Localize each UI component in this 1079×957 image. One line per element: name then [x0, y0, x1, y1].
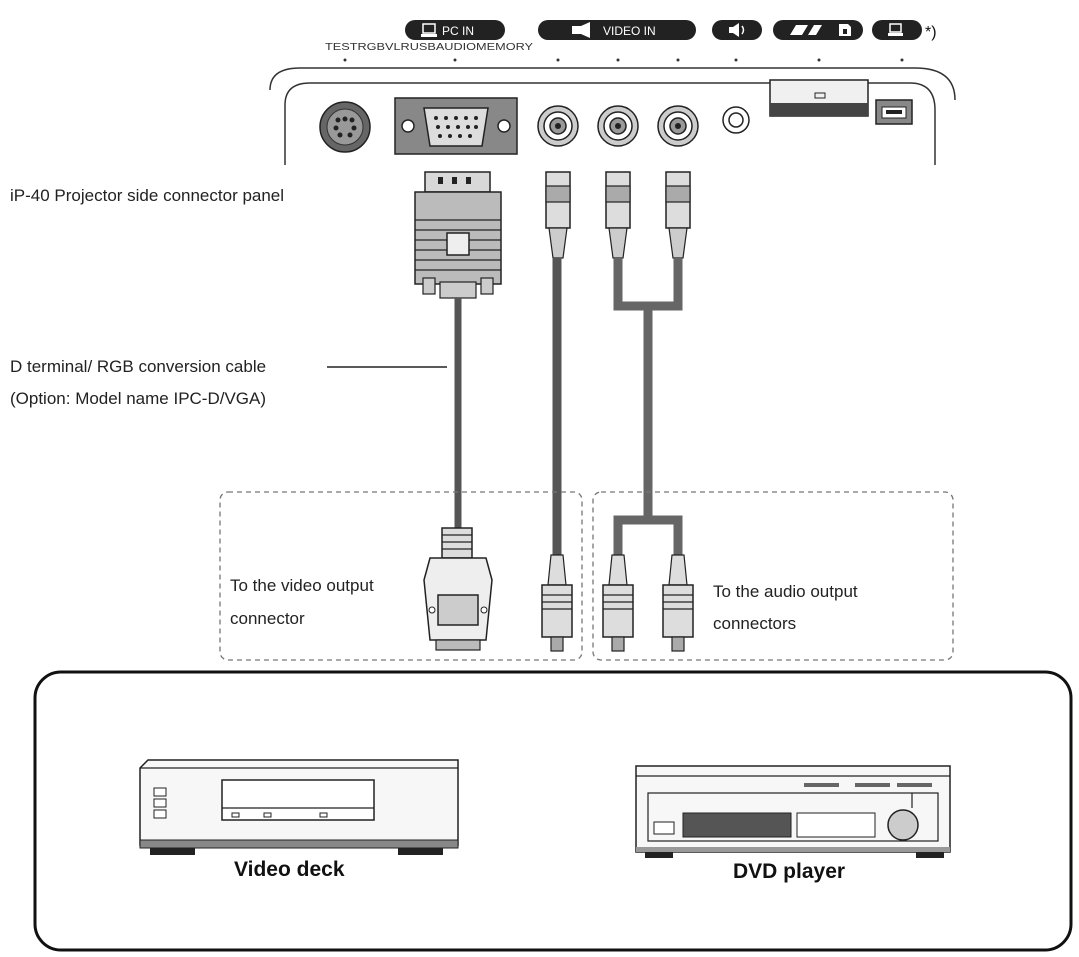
badge-video-in-label: VIDEO IN: [603, 24, 656, 38]
audio-out-jack: [722, 106, 750, 134]
projector-panel-label: iP-40 Projector side connector panel: [10, 186, 284, 205]
port-labels: TESTRGBVLRUSBAUDIOMEMORY: [325, 42, 533, 53]
memory-card-icon: [839, 24, 851, 36]
dvd-player-illustration: [635, 765, 951, 858]
badge-pc-in-label: PC IN: [442, 24, 474, 38]
audio-output-label-line1: To the audio output: [713, 582, 858, 601]
memory-card-slot: [769, 79, 869, 117]
audio-y-cable: [602, 171, 694, 652]
badge-pc-in: PC IN: [405, 20, 505, 40]
d-terminal-rgb-cable: [414, 171, 502, 651]
cable-label-line1: D terminal/ RGB conversion cable: [10, 357, 266, 376]
video-output-label-line1: To the video output: [230, 576, 374, 595]
video-rca-cable: [541, 171, 573, 652]
video-deck-illustration: [139, 759, 459, 855]
video-rca-port: [537, 105, 579, 147]
badge-audio: [712, 20, 762, 40]
footnote-mark: *): [925, 24, 937, 41]
port-marker-dots: [343, 58, 904, 62]
audio-left-rca-port: [597, 105, 639, 147]
audio-output-box: [592, 491, 954, 661]
speaker-icon: [729, 23, 745, 37]
audio-right-rca-port: [657, 105, 699, 147]
video-deck-label: Video deck: [234, 858, 345, 881]
sd-card-icon: [790, 25, 822, 35]
badge-usb: [872, 20, 922, 40]
badge-memory: [773, 20, 863, 40]
s-video-port: [319, 101, 371, 153]
video-output-label-line2: connector: [230, 609, 305, 628]
audio-output-label-line2: connectors: [713, 614, 796, 633]
badge-video-in: VIDEO IN: [538, 20, 696, 40]
projector-connector-panel: [269, 67, 956, 165]
computer-icon: [888, 23, 903, 36]
dvd-player-label: DVD player: [733, 860, 845, 883]
video-output-box: [219, 491, 583, 661]
cable-label-line2: (Option: Model name IPC-D/VGA): [10, 389, 266, 408]
rgb-in-port: [394, 97, 518, 155]
devices-box: [33, 670, 1073, 952]
usb-port: [875, 99, 913, 125]
